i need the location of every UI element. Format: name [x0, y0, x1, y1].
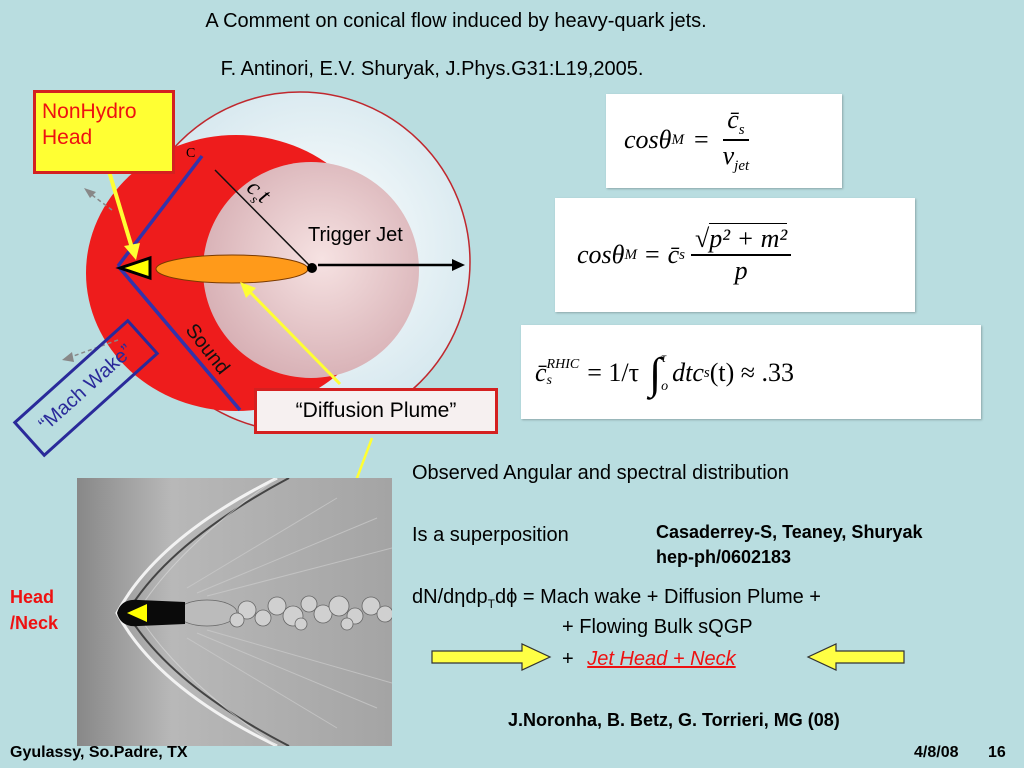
eq2-lhs-sub: M [624, 246, 637, 263]
footer-author: Gyulassy, So.Padre, TX [10, 744, 188, 761]
eq3-rhs-c: (t) ≈ .33 [709, 358, 795, 387]
diffusion-plume-callout: “Diffusion Plume” [254, 388, 498, 434]
formula-suffix: dϕ = Mach wake + Diffusion Plume + [494, 586, 821, 608]
eq2-den: p [734, 256, 748, 285]
left-pointing-arrow [806, 643, 905, 671]
slide-title: A Comment on conical flow induced by hea… [205, 10, 707, 32]
plume-arrow-1 [248, 290, 342, 386]
ref1-line1: Casaderrey-S, Teaney, Shuryak [656, 522, 923, 542]
eq2-lhs: cosθ [577, 240, 625, 269]
eq3-int-bot: o [661, 379, 669, 394]
nonhydro-arrow [106, 167, 134, 249]
eq1-fraction: c̄s vjet [719, 105, 754, 175]
formula-line3-plus: + [562, 648, 574, 670]
formula-line1: dN/dηdpTdϕ = Mach wake + Diffusion Plume… [412, 586, 821, 611]
eq2-coef: c̄ [667, 240, 680, 269]
eq3-sub: s [546, 373, 552, 388]
shadowgraph-photo [77, 478, 392, 746]
footer-date: 4/8/08 [914, 744, 959, 761]
ref1-line2: hep-ph/0602183 [656, 547, 792, 567]
eq1-den: v [722, 141, 735, 170]
formula-sub: T [487, 597, 495, 611]
cone-line-lower [116, 264, 242, 412]
jet-ellipse [155, 254, 309, 284]
eq1-lhs-sub: M [671, 131, 684, 148]
eq1-num-sub: s [738, 122, 745, 138]
eq2-coef-sub: s [679, 246, 685, 263]
page-number: 16 [988, 744, 1006, 761]
eq3-lhs: c̄ [535, 358, 547, 387]
trigger-jet-label: Trigger Jet [308, 224, 403, 246]
jet-head-neck-text: Jet Head + Neck [587, 648, 736, 670]
eq3-int-top: τ [661, 351, 667, 366]
superposition-text: Is a superposition [412, 524, 569, 546]
formula-line2: + Flowing Bulk sQGP [562, 616, 753, 638]
eq3-rhs-b-sub: s [703, 364, 710, 381]
jet-point [307, 263, 317, 273]
nonhydro-label-line1: NonHydro [42, 100, 137, 123]
eq2-fraction: √p² + m² p [691, 223, 792, 286]
eq3-sup: RHIC [546, 357, 580, 372]
eq2-num: p² + m² [709, 223, 788, 253]
eq1-num: c̄ [727, 104, 739, 134]
head-neck-line2: /Neck [10, 613, 59, 633]
mach-wake-callout [12, 318, 160, 458]
cst-line [214, 169, 313, 269]
reference-casaderrey: Casaderrey-S, Teaney, Shuryak hep-ph/060… [656, 520, 922, 570]
observed-text: Observed Angular and spectral distributi… [412, 462, 789, 484]
head-triangle [115, 255, 152, 281]
eq3-rhs-b: dtc [672, 358, 704, 387]
head-neck-label: Head /Neck [10, 584, 58, 636]
eq1-den-sub: jet [734, 158, 750, 175]
head-neck-line1: Head [10, 587, 55, 607]
formula-line3: + Jet Head + Neck [562, 648, 736, 671]
reference-noronha: J.Noronha, B. Betz, G. Torrieri, MG (08) [508, 710, 840, 730]
right-pointing-arrow [431, 643, 552, 671]
nonhydro-head-callout: NonHydro Head [33, 90, 175, 174]
nonhydro-label-line2: Head [42, 126, 93, 149]
corner-c-label: C [186, 146, 196, 161]
citation-title: F. Antinori, E.V. Shuryak, J.Phys.G31:L1… [220, 58, 644, 80]
eq3-rhs-a: = 1/τ [587, 358, 640, 387]
formula-prefix: dN/dηdp [412, 586, 488, 608]
eq1-lhs: cosθ [624, 125, 672, 154]
